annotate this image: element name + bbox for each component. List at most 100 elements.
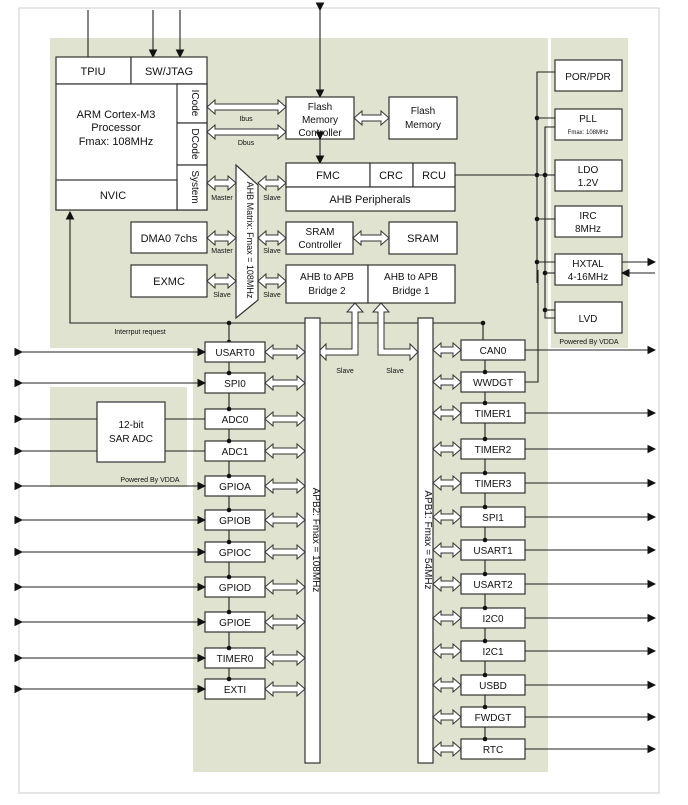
ibus-label: Ibus <box>239 116 253 123</box>
bus-double-arrow <box>432 541 462 559</box>
flash-label: Memory <box>405 120 441 131</box>
junction-dot <box>226 507 232 513</box>
bridge1-label: AHB to APB <box>384 272 438 283</box>
nvic-box <box>55 179 178 211</box>
usbd-label: USBD <box>479 681 507 692</box>
bus-double-arrow <box>432 575 462 593</box>
gpioe-label: GPIOE <box>219 618 251 629</box>
slave-label: Slave <box>213 292 231 299</box>
clock-bus-line <box>536 71 555 283</box>
icode-box <box>176 83 208 124</box>
junction-dot <box>226 370 232 376</box>
rcu-label: RCU <box>422 170 446 182</box>
bus-double-arrow <box>432 341 462 359</box>
usart2-label: USART2 <box>473 580 513 591</box>
bus-double-arrow <box>206 229 237 247</box>
fmc-ctrl-label: Flash <box>308 102 332 113</box>
usart1-label: USART1 <box>473 546 513 557</box>
bus-double-arrow <box>432 676 462 694</box>
slave-label: Slave <box>336 368 354 375</box>
bus-double-arrow <box>432 404 462 422</box>
bus-double-arrow <box>257 174 287 192</box>
flash-memory-box <box>388 96 458 140</box>
power-bus-line <box>544 126 555 319</box>
gpiod-label: GPIOD <box>219 583 251 594</box>
junction-dot <box>482 436 488 442</box>
processor-label: Processor <box>91 122 141 134</box>
junction-dot <box>482 571 488 577</box>
apb2-label: APB2: Fmax = 108MHz <box>310 488 321 593</box>
frame <box>18 7 660 794</box>
bus-double-arrow <box>264 511 306 529</box>
spi1-label: SPI1 <box>482 513 504 524</box>
ahb-matrix-label: AHB Matrix: Fmax = 108MHz <box>245 182 255 299</box>
junction-dot <box>482 672 488 678</box>
wwdgt-label: WWDGT <box>473 378 513 389</box>
bus-double-arrow <box>432 373 462 391</box>
analog-power-label: Powered By VDDA <box>559 339 618 346</box>
slave-label: Slave <box>263 292 281 299</box>
nvic-label: NVIC <box>100 190 126 202</box>
junction-dot <box>482 736 488 742</box>
swjtag-label: SW/JTAG <box>145 66 193 78</box>
bridge1-label: Bridge 1 <box>392 286 430 297</box>
rtc-label: RTC <box>483 745 503 756</box>
bus-double-arrow <box>264 374 306 392</box>
por-pdr-label: POR/PDR <box>565 72 611 83</box>
pll-freq-label: Fmax: 108MHz <box>568 130 609 136</box>
junction-dot <box>226 539 232 545</box>
fwdgt-label: FWDGT <box>475 713 512 724</box>
bus-double-arrow <box>206 174 237 192</box>
interrupt-request-line <box>65 210 483 324</box>
wwdgt-line <box>525 270 539 383</box>
dbus-label: Dbus <box>238 140 255 147</box>
bridge2-label: AHB to APB <box>300 272 354 283</box>
spi0-label: SPI0 <box>224 379 246 390</box>
sram-ctrl-label: Controller <box>298 240 342 251</box>
por-box <box>554 59 623 92</box>
flash-label: Flash <box>411 106 435 117</box>
sram-ctrl-label: SRAM <box>306 227 335 238</box>
apb1-label: APB1: Fmax = 54MHz <box>422 490 433 589</box>
junction-dot <box>482 400 488 406</box>
fmc-ctrl-label: Memory <box>302 115 338 126</box>
crc-label: CRC <box>379 170 403 182</box>
ahb-matrix <box>235 163 259 320</box>
gpiob-label: GPIOB <box>219 516 251 527</box>
fmc-label: FMC <box>316 170 340 182</box>
timer1-label: TIMER1 <box>475 409 512 420</box>
ldo-box <box>554 159 623 192</box>
bus-double-arrow <box>432 642 462 660</box>
bridge2-label: Bridge 2 <box>308 286 346 297</box>
exmc-box <box>130 264 208 298</box>
sram-box <box>388 221 458 255</box>
irc-box <box>554 205 623 238</box>
timer0-label: TIMER0 <box>217 654 254 665</box>
junction-dot <box>482 470 488 476</box>
ldo-label: LDO <box>578 165 599 176</box>
adc-power-label: Powered By VDDA <box>120 477 179 484</box>
bus-double-arrow <box>206 272 237 290</box>
junction-dot <box>226 406 232 412</box>
junction-dot <box>482 704 488 710</box>
hxtal-box <box>554 253 623 286</box>
junction-dot <box>226 609 232 615</box>
adc-label: SAR ADC <box>109 434 153 445</box>
system-box <box>176 164 208 211</box>
bus-double-arrow <box>432 740 462 758</box>
bus-double-arrow <box>432 474 462 492</box>
exmc-label: EXMC <box>153 276 185 288</box>
ahb-peripherals-box <box>285 186 456 212</box>
adc1-label: ADC1 <box>222 447 249 458</box>
i2c1-label: I2C1 <box>482 647 504 658</box>
junction-dot <box>226 645 232 651</box>
pll-label: PLL <box>579 114 597 125</box>
tpiu-label: TPIU <box>80 66 105 78</box>
processor-label: ARM Cortex-M3 <box>77 109 156 121</box>
sram-label: SRAM <box>407 233 439 245</box>
irc-label: 8MHz <box>575 224 601 235</box>
bus-double-arrow <box>264 543 306 561</box>
bus-double-arrow <box>432 508 462 526</box>
master-label: Master <box>211 248 233 255</box>
